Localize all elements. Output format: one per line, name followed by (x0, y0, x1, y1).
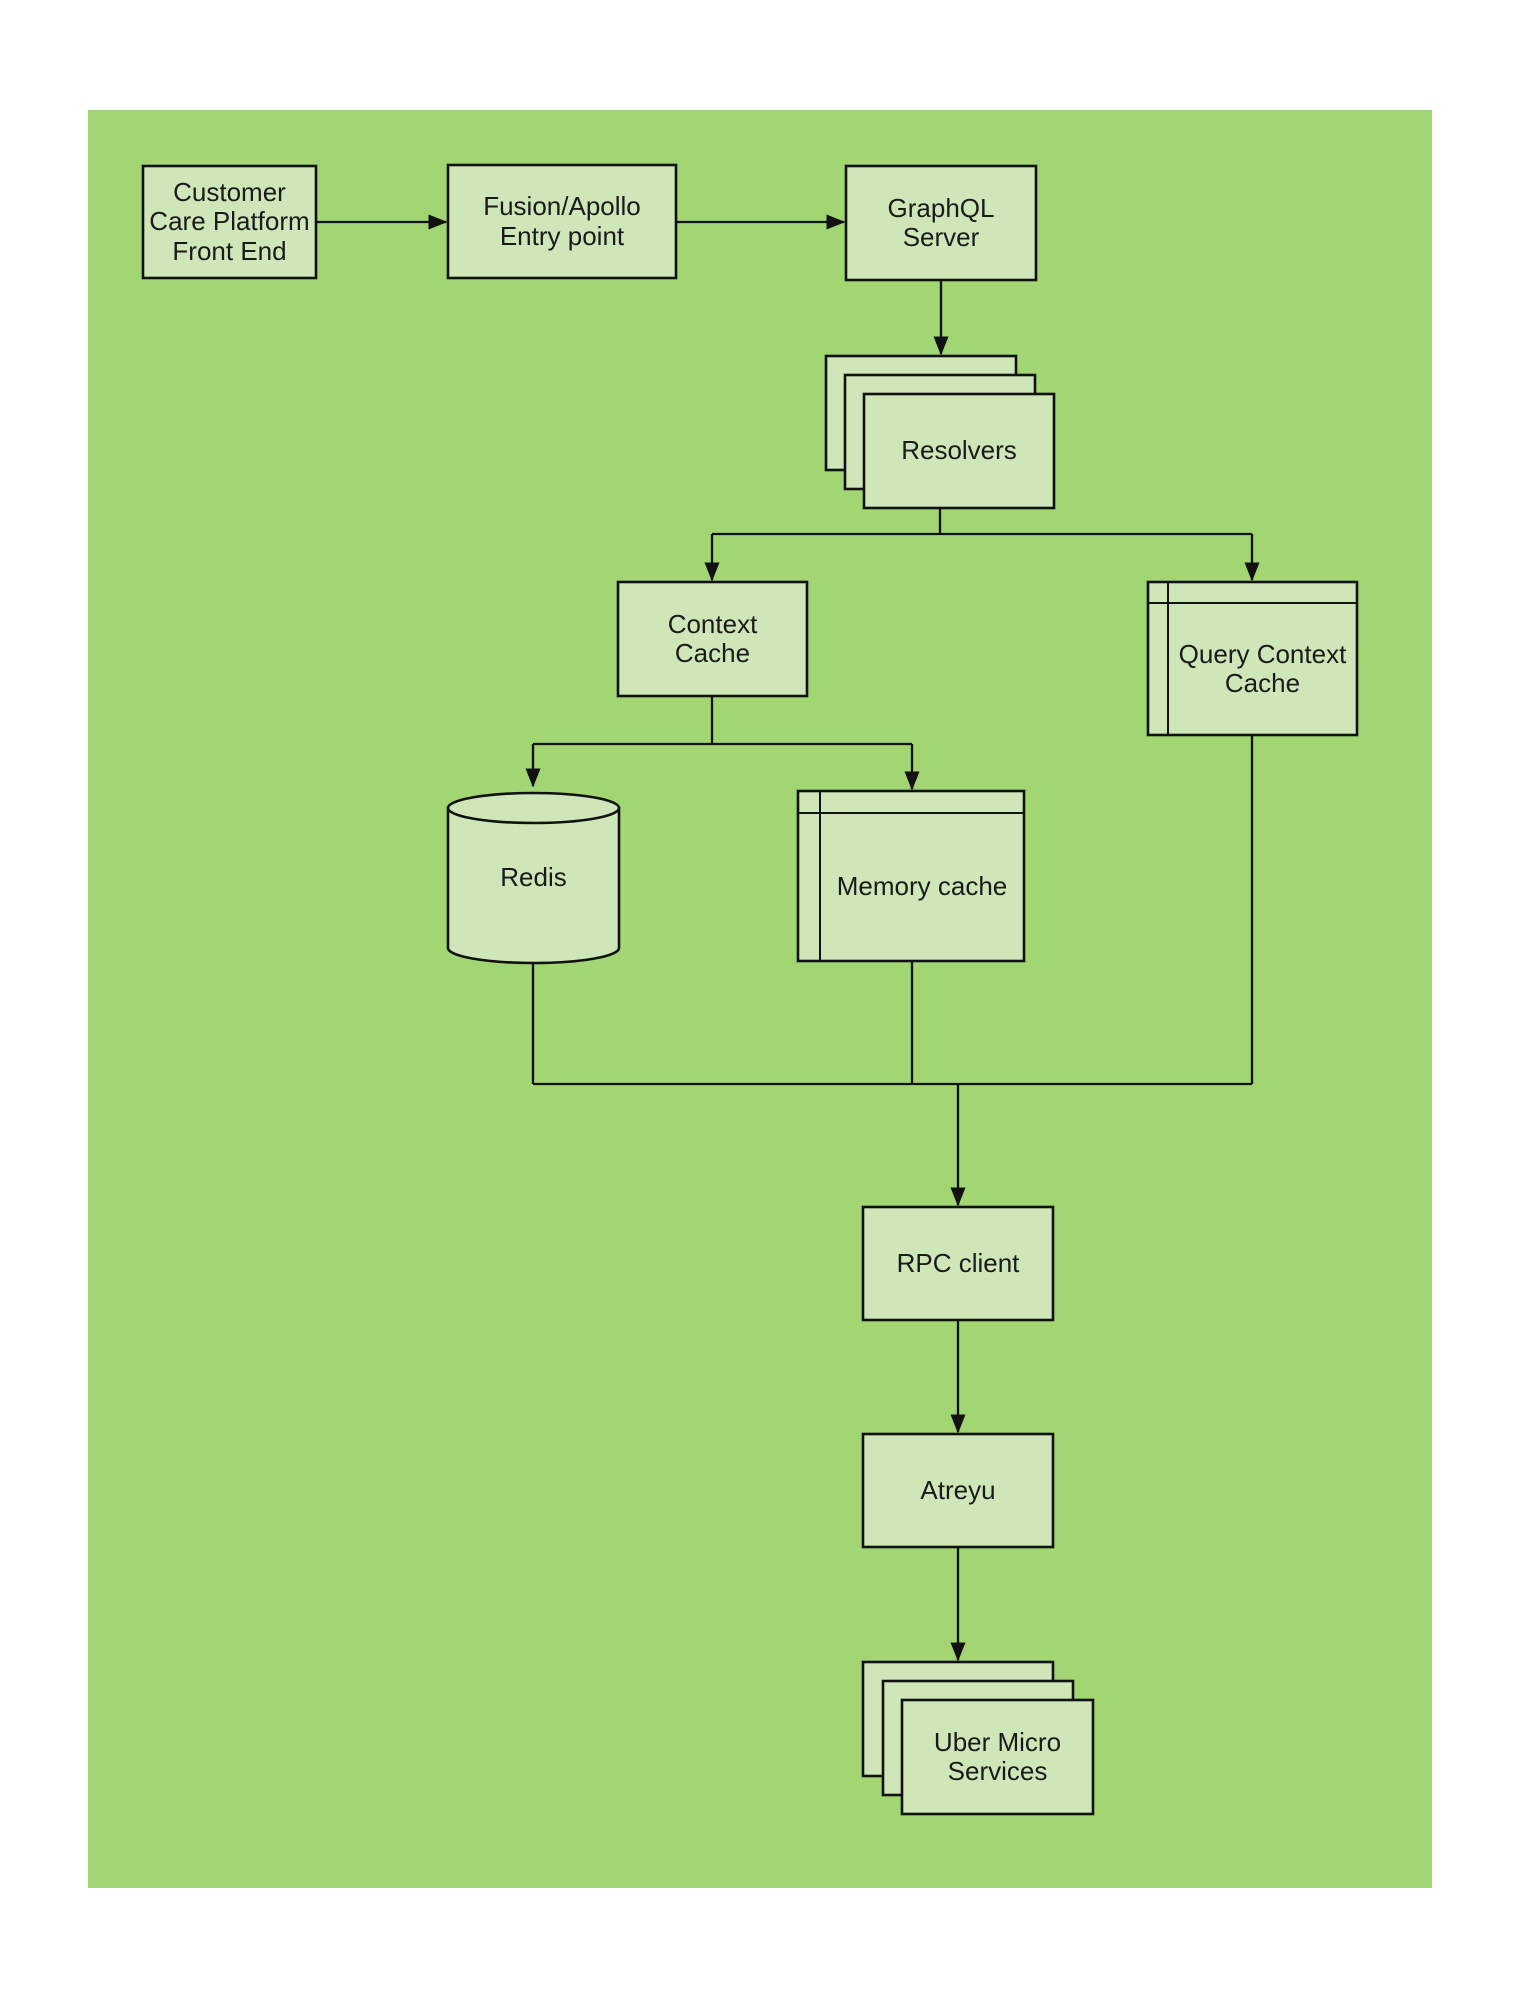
node-uber-micro-services-stack (861, 1660, 1095, 1816)
node-fusion-apollo-entry-point (446, 163, 678, 280)
node-redis-cylinder (446, 791, 621, 965)
node-context-cache (616, 580, 809, 698)
node-customer-care-front-end (141, 164, 318, 280)
edges-layer (316, 214, 1260, 1662)
node-query-context-cache (1146, 580, 1359, 737)
node-resolvers-stack (824, 354, 1056, 510)
node-atreyu (861, 1432, 1055, 1549)
node-rpc-client (861, 1205, 1055, 1322)
node-memory-cache (796, 789, 1026, 963)
diagram-canvas (88, 110, 1432, 1888)
node-graphql-server (844, 164, 1038, 282)
